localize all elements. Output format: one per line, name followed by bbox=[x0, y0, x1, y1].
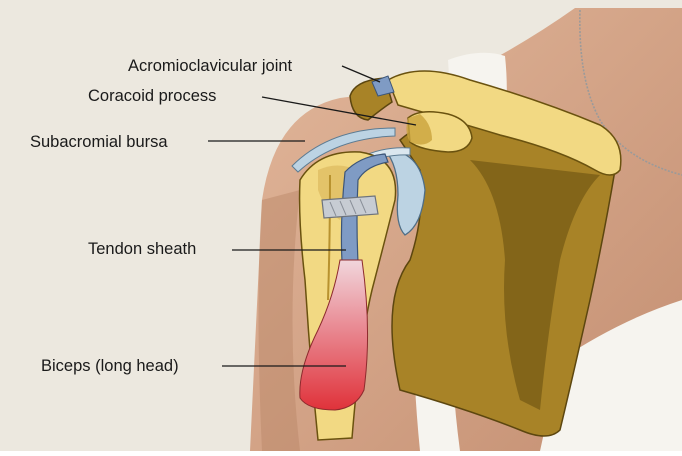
label-coracoid-process: Coracoid process bbox=[88, 87, 216, 105]
tendon-sheath bbox=[322, 196, 378, 218]
label-subacromial-bursa: Subacromial bursa bbox=[30, 133, 168, 151]
label-acromioclavicular-joint: Acromioclavicular joint bbox=[128, 57, 293, 75]
label-tendon-sheath: Tendon sheath bbox=[88, 240, 196, 258]
label-biceps-long-head: Biceps (long head) bbox=[41, 357, 179, 375]
